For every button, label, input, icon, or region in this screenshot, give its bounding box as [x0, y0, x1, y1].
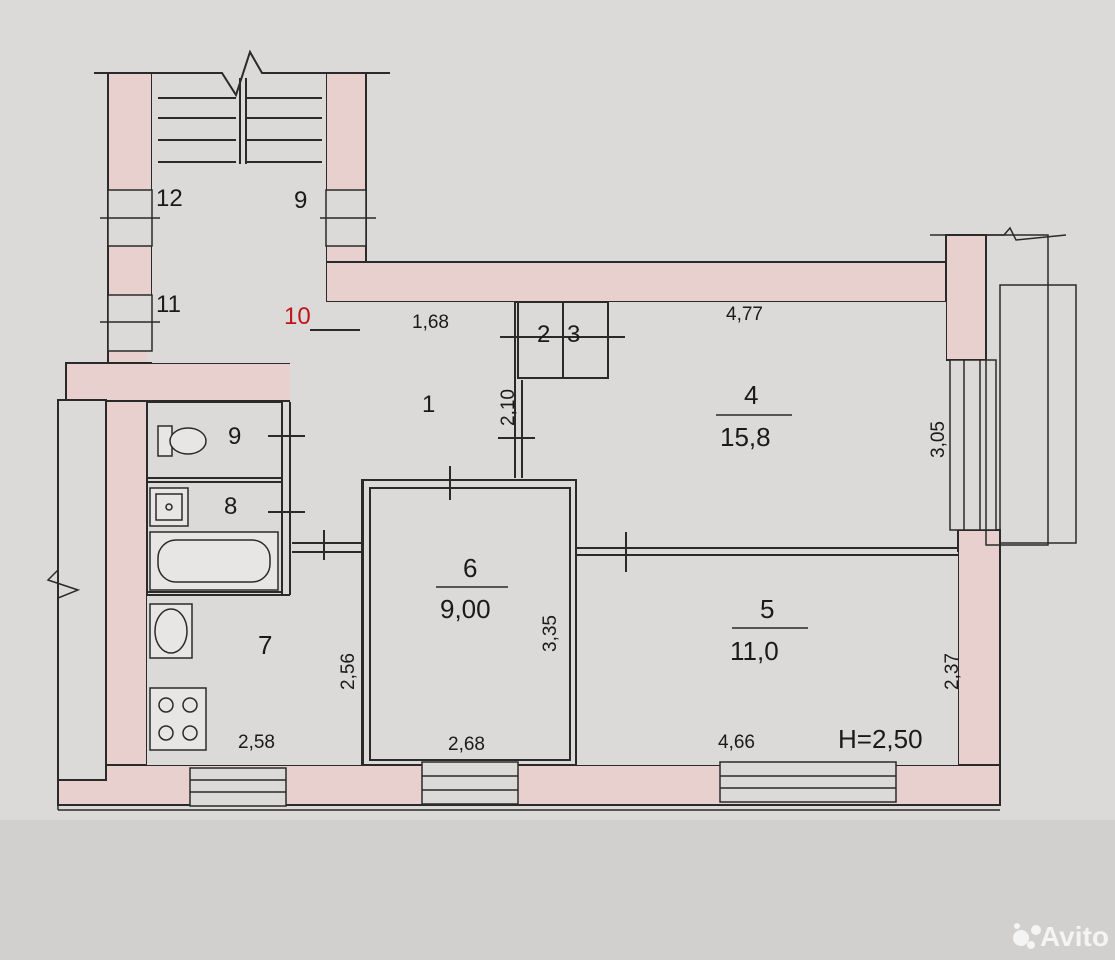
- ceiling-height: H=2,50: [838, 724, 923, 754]
- room6-floor: [369, 487, 571, 761]
- avito-watermark: Avito: [1013, 921, 1109, 952]
- dim-room5-depth: 2,37: [942, 653, 963, 690]
- room-8-number: 8: [224, 493, 237, 520]
- east-wall-lower: [957, 529, 1001, 799]
- window-south-room6: [421, 761, 519, 805]
- room-1-number: 1: [422, 391, 435, 418]
- dim-room4-width: 4,77: [726, 304, 763, 325]
- room1-floor: [290, 362, 518, 482]
- room-7-number: 7: [258, 630, 272, 660]
- area-fraction-lines: [436, 414, 808, 629]
- paper-shade: [0, 820, 1115, 960]
- dim-room6-depth: 3,35: [540, 615, 561, 652]
- dim-hall-width: 1,68: [412, 312, 449, 333]
- room-6-area: 9,00: [440, 594, 491, 624]
- room-4-area: 15,8: [720, 422, 771, 452]
- stairwell-label-10: 10: [284, 303, 311, 330]
- avito-logo-icon: [1013, 923, 1041, 949]
- dim-hall-depth: 2,10: [498, 389, 519, 426]
- hall-floor: [147, 302, 515, 362]
- room-2-number: 2: [537, 321, 550, 348]
- balcony: [930, 226, 1077, 546]
- break-line: [46, 400, 1000, 811]
- room-3-number: 3: [567, 321, 580, 348]
- room-5-number: 5: [760, 594, 774, 624]
- stairwell-label-9: 9: [294, 187, 307, 214]
- room5-floor: [576, 552, 958, 765]
- room4-floor: [518, 302, 946, 548]
- kitchen-sink-icon: [149, 603, 193, 659]
- door-marks: [268, 329, 627, 572]
- avito-watermark-text: Avito: [1040, 921, 1109, 952]
- stairwell-window-9: [320, 189, 376, 247]
- west-wall: [104, 399, 148, 771]
- east-wall-upper: [945, 234, 987, 361]
- stairwell-window-12: [100, 189, 160, 247]
- dim-room7-width: 2,58: [238, 732, 275, 753]
- bathtub-icon: [149, 531, 279, 591]
- dim-room6-width: 2,68: [448, 734, 485, 755]
- dim-room5-width: 4,66: [718, 732, 755, 753]
- stairwell-label-11: 11: [156, 291, 181, 318]
- north-wall: [325, 261, 951, 303]
- windows: [100, 189, 997, 807]
- partitions: [147, 301, 958, 766]
- stairwell-window-11: [100, 294, 160, 352]
- dim-room4-depth: 3,05: [928, 421, 949, 458]
- toilet-icon: [157, 425, 207, 457]
- room-5-area: 11,0: [730, 636, 779, 666]
- room-4-number: 4: [744, 380, 758, 410]
- window-east-room4: [949, 359, 997, 531]
- stairwell-label-12: 12: [156, 185, 183, 212]
- staircase: [94, 49, 390, 164]
- window-south-kitchen: [189, 767, 287, 807]
- room-6-number: 6: [463, 553, 477, 583]
- room-9-number: 9: [228, 423, 241, 450]
- west-outer-strip: [57, 399, 107, 781]
- dim-room7-depth: 2,56: [338, 653, 359, 690]
- window-south-room5: [719, 761, 897, 803]
- stove-icon: [149, 687, 207, 751]
- sink-icon: [149, 487, 189, 527]
